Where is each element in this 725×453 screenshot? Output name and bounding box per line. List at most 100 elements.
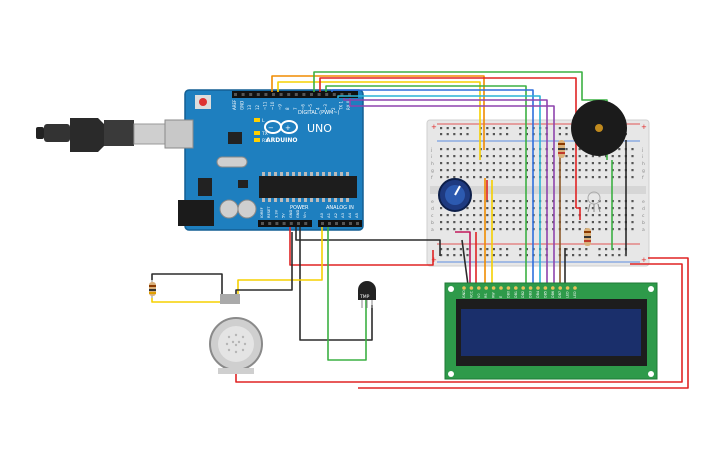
breadboard-hole	[585, 155, 588, 158]
row-label: h	[431, 161, 434, 167]
lcd-pin	[521, 286, 525, 290]
breadboard-hole	[525, 162, 528, 165]
wire-red-sensor	[235, 263, 683, 383]
breadboard-hole	[459, 155, 462, 158]
row-label: b	[431, 220, 434, 226]
rail-hole	[459, 248, 462, 251]
svg-text:+: +	[431, 256, 437, 264]
row-label: g	[431, 169, 434, 174]
analog-pin-label: A3	[340, 212, 345, 218]
breadboard-hole	[605, 221, 608, 224]
rail-hole	[506, 248, 509, 251]
breadboard-hole	[631, 214, 634, 217]
breadboard-hole	[525, 214, 528, 217]
digital-pin-label: 2	[331, 107, 336, 110]
rail-hole	[492, 133, 495, 136]
breadboard-hole	[631, 207, 634, 210]
row-label: c	[431, 214, 434, 219]
breadboard-hole	[499, 221, 502, 224]
breadboard-hole	[440, 228, 443, 231]
lcd-pin	[543, 286, 548, 290]
breadboard-hole	[506, 214, 509, 217]
rail-hole	[578, 254, 581, 257]
breadboard-hole	[473, 200, 476, 203]
breadboard-hole	[591, 207, 594, 210]
breadboard-hole	[499, 228, 502, 231]
breadboard-hole	[440, 148, 443, 151]
rail-hole	[506, 254, 509, 257]
lcd-pin-label: DB5	[543, 291, 547, 298]
resistor-2	[584, 228, 591, 246]
breadboard-hole	[578, 155, 581, 158]
analog-pin-label: A4	[347, 212, 352, 218]
rail-hole	[506, 127, 509, 130]
breadboard-hole	[499, 155, 502, 158]
breadboard-hole	[506, 221, 509, 224]
breadboard-hole	[631, 200, 634, 203]
lcd-pin-label: DB2	[521, 291, 525, 298]
breadboard-hole	[440, 162, 443, 165]
usb-cable	[36, 118, 167, 152]
breadboard-hole	[466, 207, 469, 210]
breadboard-hole	[446, 228, 449, 231]
svg-text:−: −	[268, 124, 274, 132]
rail-hole	[492, 127, 495, 130]
row-label: b	[642, 220, 645, 226]
digital-pin-label: 7	[293, 107, 298, 110]
breadboard-hole	[486, 162, 489, 165]
breadboard-hole	[618, 169, 621, 172]
breadboard-hole	[506, 228, 509, 231]
breadboard-hole	[499, 169, 502, 172]
analog-label: ANALOG IN	[326, 205, 354, 211]
rail-hole	[572, 254, 575, 257]
row-label: a	[431, 228, 434, 233]
lcd-pin	[551, 286, 555, 290]
breadboard-hole	[459, 221, 462, 224]
breadboard-hole	[479, 221, 482, 224]
rail-hole	[565, 133, 568, 136]
breadboard-hole	[572, 169, 575, 172]
digital-pin-label: ~10	[270, 101, 275, 110]
lcd-pin-label: DB4	[536, 291, 540, 298]
breadboard-hole	[499, 162, 502, 165]
breadboard-hole	[519, 155, 522, 158]
rail-hole	[618, 254, 621, 257]
breadboard-hole	[486, 228, 489, 231]
breadboard-hole	[605, 228, 608, 231]
row-label: e	[431, 200, 434, 205]
breadboard-hole	[479, 200, 482, 203]
analog-pin	[328, 222, 331, 225]
breadboard-hole	[492, 214, 495, 217]
breadboard-hole	[479, 228, 482, 231]
rail-hole	[525, 133, 528, 136]
breadboard-hole	[473, 214, 476, 217]
breadboard-hole	[618, 207, 621, 210]
lcd-pin-label: DB7	[558, 291, 562, 298]
breadboard-hole	[578, 228, 581, 231]
breadboard-hole	[618, 228, 621, 231]
breadboard-hole	[598, 214, 601, 217]
wire-yellow-res	[151, 298, 229, 303]
rail-hole	[605, 248, 608, 251]
rail-hole	[453, 133, 456, 136]
rail-hole	[453, 254, 456, 257]
breadboard-hole	[453, 176, 456, 179]
rail-hole	[558, 127, 561, 130]
breadboard-hole	[453, 221, 456, 224]
breadboard-hole	[631, 162, 634, 165]
analog-pin	[356, 222, 359, 225]
breadboard-hole	[512, 207, 515, 210]
breadboard-hole	[565, 176, 568, 179]
breadboard-hole	[598, 221, 601, 224]
row-label: d	[642, 206, 645, 212]
rail-hole	[565, 254, 568, 257]
wire-green-a1	[327, 227, 367, 361]
power-label: POWER	[290, 205, 309, 211]
breadboard-hole	[605, 155, 608, 158]
breadboard-hole	[605, 200, 608, 203]
arduino-board: − + ARDUINO UNO TX RX L DIGITAL (PWM~) A…	[164, 89, 364, 231]
breadboard-hole	[486, 221, 489, 224]
rail-hole	[453, 127, 456, 130]
rail-hole	[519, 248, 522, 251]
lcd-pin-label: RW	[492, 292, 496, 298]
